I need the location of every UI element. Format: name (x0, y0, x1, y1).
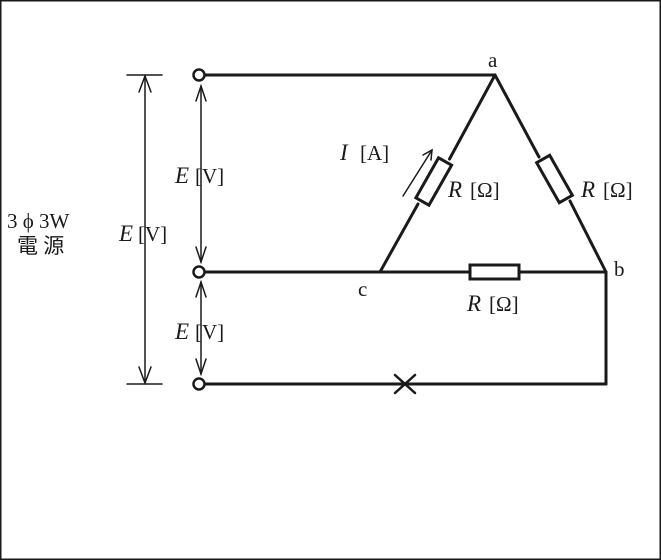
lower-voltage-arrow (195, 279, 207, 377)
wire-a-to-r-ab (493, 73, 541, 159)
node-a-label: a (488, 48, 498, 72)
total-voltage-arrow (126, 73, 163, 386)
source-label-line2: 電 源 (17, 234, 64, 258)
resistor-ac-symbol: R (447, 177, 462, 202)
resistor-ab-unit: [Ω] (603, 178, 633, 202)
resistor-ac-unit: [Ω] (470, 178, 500, 202)
current-arrow (402, 148, 433, 197)
source-terminals (192, 68, 206, 391)
resistor-ab (534, 153, 575, 205)
total-voltage-symbol: E (118, 221, 133, 246)
node-c-label: c (358, 277, 367, 301)
upper-voltage-unit: [V] (195, 164, 224, 188)
wire-r-ab-to-b (568, 199, 608, 274)
lower-voltage-unit: [V] (195, 320, 224, 344)
wire-a-to-r-ac (448, 73, 497, 161)
terminal-bottom (192, 377, 206, 391)
resistor-ab-symbol: R (580, 177, 595, 202)
resistor-cb-symbol: R (466, 291, 481, 316)
current-unit: [A] (360, 141, 389, 165)
resistor-cb-unit: [Ω] (489, 292, 519, 316)
wires (203, 73, 608, 386)
wire-r-ac-to-c (378, 202, 420, 274)
source-label-line1: 3 ϕ 3W (7, 209, 70, 233)
lower-voltage-symbol: E (174, 319, 189, 344)
current-symbol: I (339, 140, 349, 165)
node-b-label: b (614, 257, 625, 281)
upper-voltage-symbol: E (174, 163, 189, 188)
resistor-cb (468, 263, 521, 281)
disconnection-x-mark (393, 373, 417, 395)
terminal-top (192, 68, 206, 82)
terminal-middle (192, 265, 206, 279)
upper-voltage-arrow (195, 83, 207, 265)
resistor-ac (413, 155, 454, 208)
total-voltage-unit: [V] (138, 222, 167, 246)
